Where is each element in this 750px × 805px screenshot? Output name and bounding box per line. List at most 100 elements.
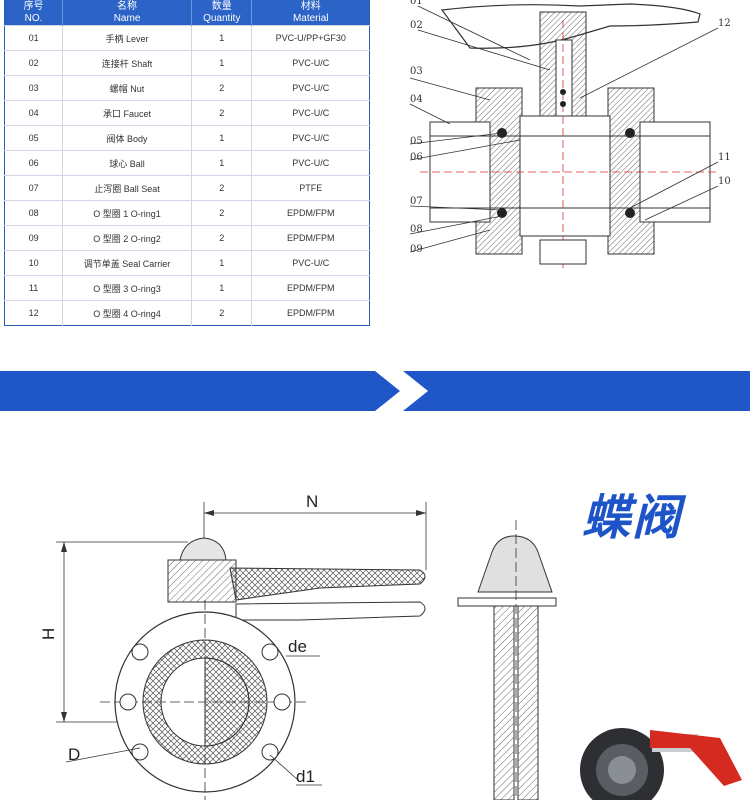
cell-material: PVC-U/PP+GF30 [251,25,370,51]
cell-material: PVC-U/C [251,125,370,151]
cell-no: 01 [4,25,64,51]
cell-material: PVC-U/C [251,150,370,176]
cell-name: O 型圈 1 O-ring1 [62,200,192,226]
callout-02: 02 [410,20,423,31]
cell-no: 04 [4,100,64,126]
header-quantity-cn: 数量 [211,1,232,12]
cell-name: 承口 Faucet [62,100,192,126]
cell-name: O 型圈 2 O-ring2 [62,225,192,251]
side-cap [477,535,553,593]
red-handle [650,730,742,786]
cell-quantity: 2 [191,225,253,251]
cell-name: O 型圈 3 O-ring3 [62,275,192,301]
cell-no: 05 [4,125,64,151]
cell-name: 阀体 Body [62,125,192,151]
cell-quantity: 2 [191,100,253,126]
header-name-cn: 名称 [117,1,138,12]
header-material-cn: 材料 [300,1,321,12]
callout-10: 10 [718,176,731,187]
cell-no: 03 [4,75,64,101]
cell-no: 09 [4,225,64,251]
callout-09: 09 [410,244,423,255]
cell-material: EPDM/FPM [251,300,370,326]
dim-d1-label: d1 [296,767,315,786]
cell-quantity: 2 [191,75,253,101]
cell-name: 调节单盖 Seal Carrier [62,250,192,276]
cell-name: O 型圈 4 O-ring4 [62,300,192,326]
callout-07: 07 [410,196,423,207]
cell-no: 08 [4,200,64,226]
cell-no: 02 [4,50,64,76]
callout-03: 03 [410,66,423,77]
cell-name: 手柄 Lever [62,25,192,51]
section-title: 蝶阀 [582,490,683,546]
cell-quantity: 1 [191,150,253,176]
cell-material: PTFE [251,175,370,201]
callout-08: 08 [410,224,423,235]
cell-no: 12 [4,300,64,326]
dim-h-label: H [39,628,58,640]
header-quantity-en: Quantity [203,13,241,24]
o-ring-bottom-right [625,208,635,218]
o-ring-bottom-left [497,208,507,218]
cell-no: 06 [4,150,64,176]
section-banner [0,371,750,411]
callout-06: 06 [410,152,423,163]
chevron-right-icon [375,371,428,411]
cell-material: PVC-U/C [251,75,370,101]
cell-quantity: 1 [191,125,253,151]
callout-04: 04 [410,94,423,105]
cell-no: 10 [4,250,64,276]
cell-material: EPDM/FPM [251,225,370,251]
cell-name: 球心 Ball [62,150,192,176]
dim-n-label: N [306,492,318,511]
cell-material: EPDM/FPM [251,275,370,301]
cell-material: PVC-U/C [251,250,370,276]
ball-valve-section-drawing: 01 02 03 04 05 06 07 08 09 10 11 12 [380,0,750,305]
dim-d-label: D [68,745,80,764]
header-material-en: Material [292,13,329,24]
cell-quantity: 1 [191,250,253,276]
header-name-en: Name [113,13,141,24]
header-no-en: NO. [24,13,43,24]
cell-quantity: 2 [191,200,253,226]
callout-12: 12 [718,18,731,29]
cell-name: 连接杆 Shaft [62,50,192,76]
cell-quantity: 1 [191,50,253,76]
cell-quantity: 2 [191,300,253,326]
callout-05: 05 [410,136,423,147]
cell-quantity: 2 [191,175,253,201]
dim-de-label: de [288,637,307,656]
cell-quantity: 1 [191,25,253,51]
body-shape [519,115,611,237]
cell-no: 07 [4,175,64,201]
cell-material: PVC-U/C [251,100,370,126]
product-photo [580,728,742,805]
cell-name: 止泻圈 Ball Seat [62,175,192,201]
callout-11: 11 [718,152,731,163]
cell-name: 螺帽 Nut [62,75,192,101]
cell-no: 11 [4,275,64,301]
cell-material: PVC-U/C [251,50,370,76]
callout-01: 01 [410,0,423,7]
cell-material: EPDM/FPM [251,200,370,226]
header-no-cn: 序号 [23,1,44,12]
butterfly-valve-drawing: N H de D d1 [0,480,750,805]
